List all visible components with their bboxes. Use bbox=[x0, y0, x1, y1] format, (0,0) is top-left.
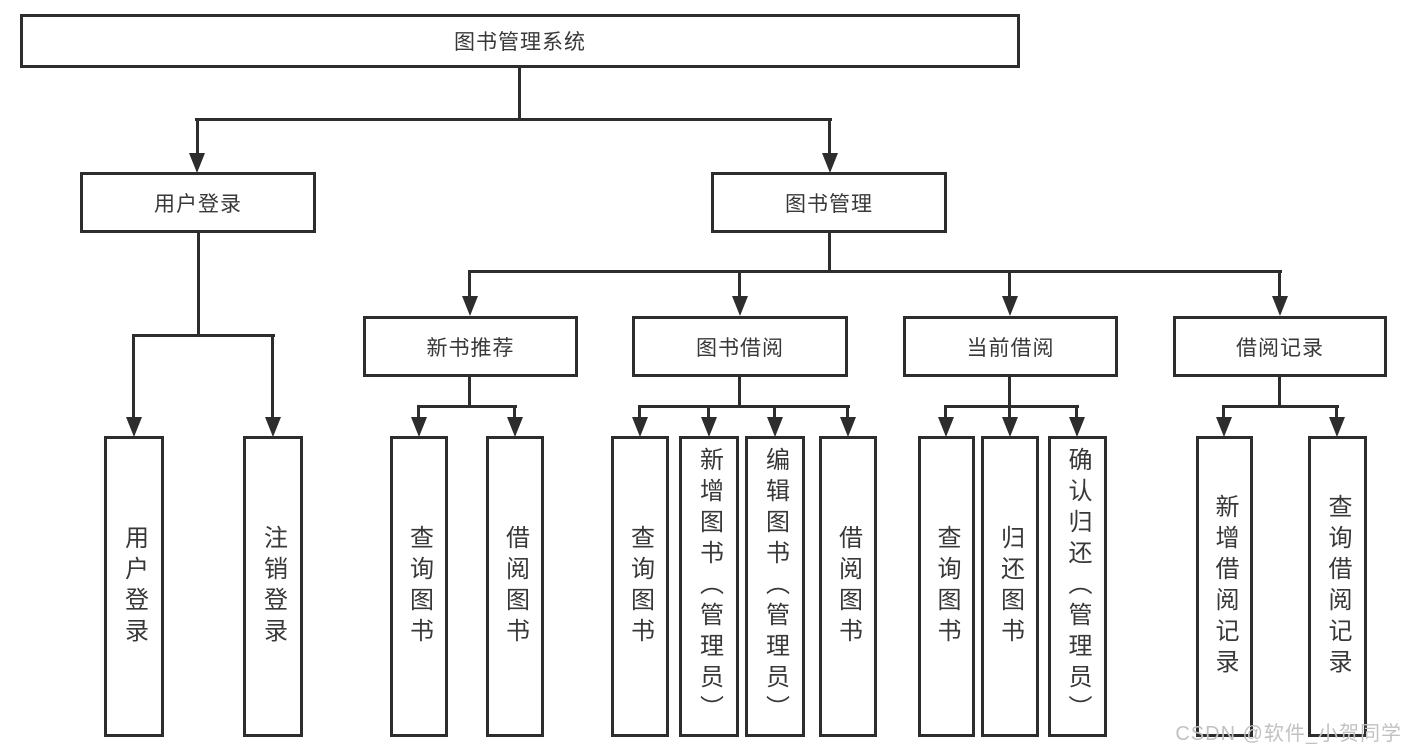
node-borrowing-records: 借阅记录 bbox=[1173, 316, 1387, 377]
connector-line bbox=[468, 270, 1282, 273]
connector-line bbox=[197, 233, 200, 337]
leaf-add-books-admin: 新增图书（管理员） bbox=[679, 436, 739, 737]
connector-line bbox=[1278, 270, 1281, 297]
connector-line bbox=[132, 334, 135, 418]
connector-line bbox=[513, 405, 516, 418]
connector-line bbox=[195, 118, 832, 121]
connector-line bbox=[1278, 377, 1281, 408]
arrowhead-down-icon bbox=[732, 296, 748, 316]
node-new-book-recommendation: 新书推荐 bbox=[363, 316, 578, 377]
leaf-edit-books-admin: 编辑图书（管理员） bbox=[745, 436, 805, 737]
connector-line bbox=[638, 405, 641, 418]
connector-line bbox=[773, 405, 776, 418]
connector-line bbox=[518, 67, 521, 119]
connector-line bbox=[944, 405, 1079, 408]
connector-line bbox=[468, 270, 471, 297]
leaf-query-books-current: 查询图书 bbox=[918, 436, 975, 737]
leaf-return-books: 归还图书 bbox=[981, 436, 1039, 737]
arrowhead-down-icon bbox=[1002, 296, 1018, 316]
connector-line bbox=[846, 405, 849, 418]
connector-line bbox=[1335, 405, 1338, 418]
connector-line bbox=[1008, 270, 1011, 297]
arrowhead-down-icon bbox=[507, 417, 523, 437]
connector-line bbox=[828, 233, 831, 273]
arrowhead-down-icon bbox=[1272, 296, 1288, 316]
node-current-borrowing: 当前借阅 bbox=[903, 316, 1118, 377]
arrowhead-down-icon bbox=[822, 153, 838, 173]
leaf-borrow-books-recommend: 借阅图书 bbox=[486, 436, 544, 737]
csdn-watermark: CSDN @软件_小贺同学 bbox=[1175, 723, 1402, 745]
connector-line bbox=[738, 377, 741, 408]
leaf-user-login: 用户登录 bbox=[104, 436, 164, 737]
connector-line bbox=[1075, 405, 1078, 418]
connector-line bbox=[196, 118, 199, 156]
connector-line bbox=[271, 334, 274, 418]
connector-line bbox=[417, 405, 420, 418]
arrowhead-down-icon bbox=[411, 417, 427, 437]
connector-line bbox=[1008, 377, 1011, 408]
arrowhead-down-icon bbox=[938, 417, 954, 437]
arrowhead-down-icon bbox=[265, 417, 281, 437]
connector-line bbox=[738, 270, 741, 297]
arrowhead-down-icon bbox=[1002, 417, 1018, 437]
connector-line bbox=[707, 405, 710, 418]
arrowhead-down-icon bbox=[632, 417, 648, 437]
connector-line bbox=[638, 405, 850, 408]
arrowhead-down-icon bbox=[1329, 417, 1345, 437]
connector-line bbox=[828, 118, 831, 156]
connector-line bbox=[1008, 405, 1011, 418]
arrowhead-down-icon bbox=[701, 417, 717, 437]
leaf-query-books-recommend: 查询图书 bbox=[390, 436, 448, 737]
arrowhead-down-icon bbox=[462, 296, 478, 316]
connector-line bbox=[944, 405, 947, 418]
leaf-add-borrow-record: 新增借阅记录 bbox=[1196, 436, 1253, 737]
connector-line bbox=[132, 334, 275, 337]
arrowhead-down-icon bbox=[1069, 417, 1085, 437]
connector-line bbox=[1222, 405, 1225, 418]
leaf-query-books-borrow: 查询图书 bbox=[611, 436, 669, 737]
arrowhead-down-icon bbox=[1216, 417, 1232, 437]
connector-line bbox=[468, 377, 471, 408]
connector-line bbox=[417, 405, 517, 408]
node-book-management: 图书管理 bbox=[711, 172, 947, 233]
leaf-confirm-return-admin: 确认归还（管理员） bbox=[1048, 436, 1107, 737]
leaf-query-borrow-record: 查询借阅记录 bbox=[1308, 436, 1367, 737]
node-book-borrowing: 图书借阅 bbox=[632, 316, 848, 377]
node-library-management-system: 图书管理系统 bbox=[20, 14, 1020, 68]
node-user-login: 用户登录 bbox=[80, 172, 316, 233]
leaf-logout: 注销登录 bbox=[243, 436, 303, 737]
connector-line bbox=[1222, 405, 1339, 408]
leaf-borrow-books: 借阅图书 bbox=[819, 436, 877, 737]
arrowhead-down-icon bbox=[189, 153, 205, 173]
arrowhead-down-icon bbox=[840, 417, 856, 437]
arrowhead-down-icon bbox=[126, 417, 142, 437]
arrowhead-down-icon bbox=[767, 417, 783, 437]
